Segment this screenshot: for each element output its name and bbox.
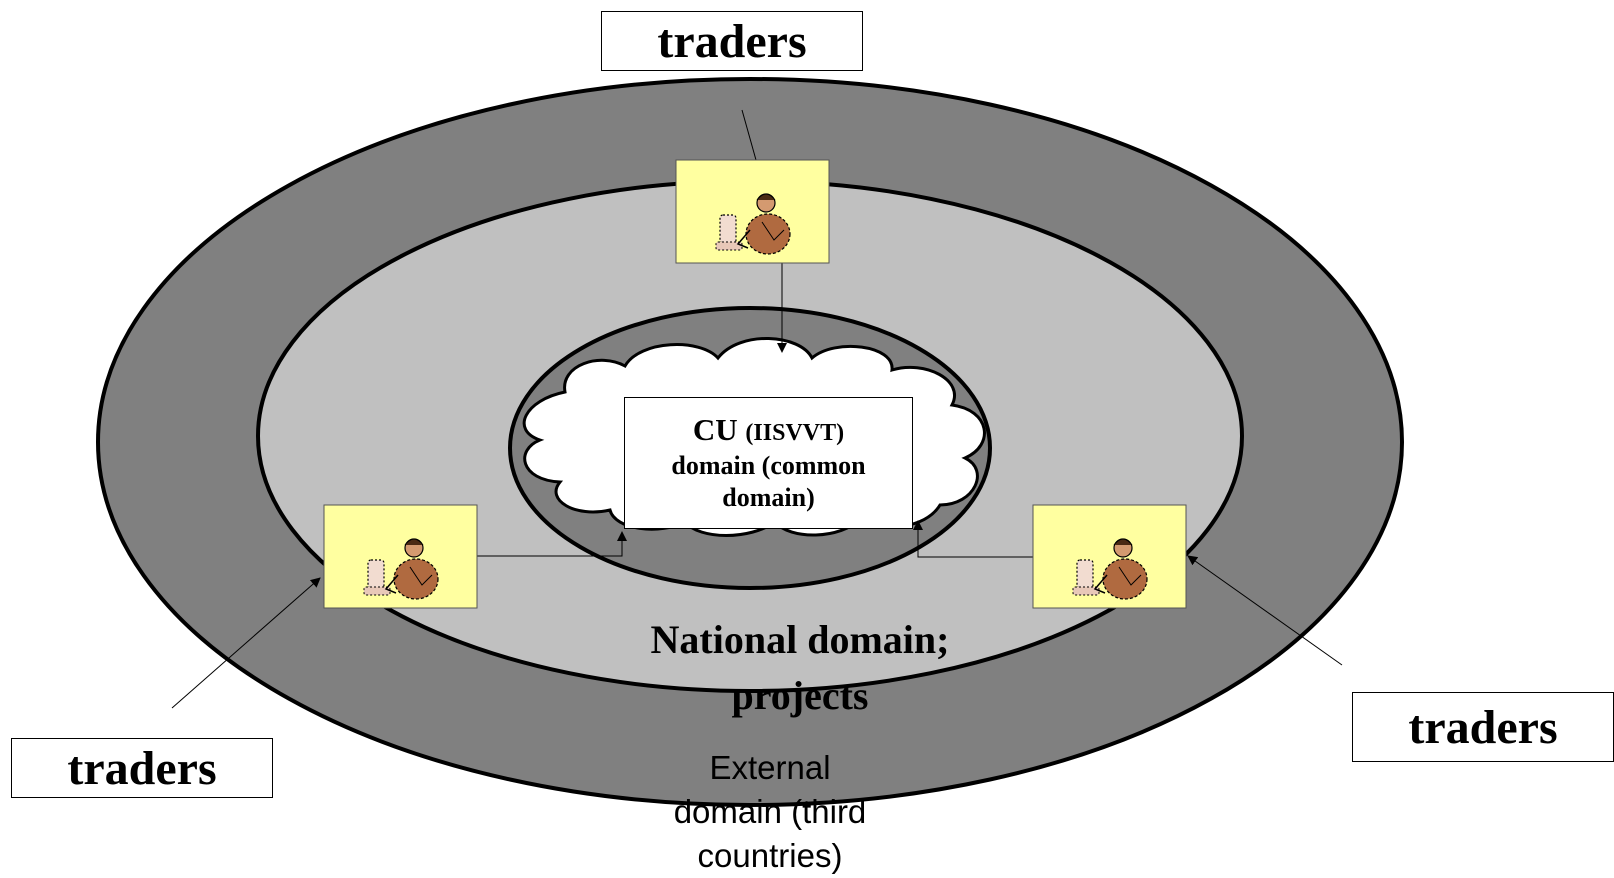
cu-domain-acronym: (IISVVT) — [745, 420, 845, 447]
trader-workstation-icon-top — [675, 159, 830, 264]
cu-domain-main: CU — [692, 412, 738, 448]
traders-label-left: traders — [11, 738, 273, 798]
national-domain-line1: National domain; — [650, 617, 950, 662]
traders-label-top: traders — [601, 11, 863, 71]
connector-right-to-cu — [913, 520, 1033, 558]
cu-domain-line2: domain (common — [671, 450, 866, 480]
cu-domain-line3: domain) — [722, 483, 815, 513]
connector-right-label — [1187, 555, 1343, 666]
external-domain-line1: External — [709, 749, 831, 786]
external-domain-label: External domain (third countries) — [620, 746, 920, 878]
cu-domain-box: CU (IISVVT) domain (common domain) — [624, 397, 913, 529]
external-domain-line3: countries) — [697, 837, 843, 874]
trader-workstation-icon-right — [1032, 504, 1187, 609]
national-domain-line2: projects — [731, 673, 869, 718]
connector-left-label — [171, 577, 321, 709]
connector-left-to-cu — [476, 531, 627, 557]
connector-top-label — [741, 109, 757, 161]
trader-workstation-icon-left — [323, 504, 478, 609]
national-domain-label: National domain; projects — [560, 612, 1040, 724]
traders-label-right: traders — [1352, 692, 1614, 762]
external-domain-line2: domain (third — [673, 793, 867, 830]
cu-domain-line1: CU (IISVVT) — [693, 411, 844, 450]
